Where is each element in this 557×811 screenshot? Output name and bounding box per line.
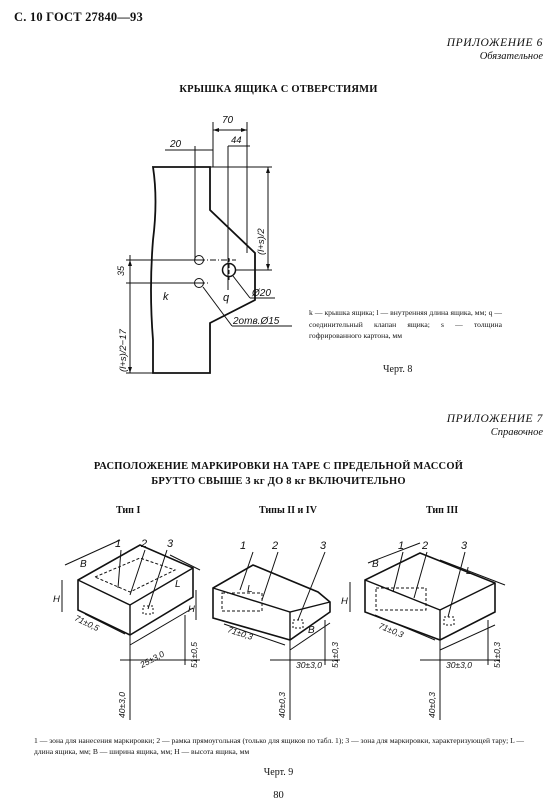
type1-num-1: 1 [115, 538, 121, 550]
appendix-7-block: ПРИЛОЖЕНИЕ 7 Справочное [447, 412, 543, 440]
type-2-4-heading: Типы II и IV [259, 505, 317, 516]
type3-dim-40: 40±0,3 [427, 692, 437, 718]
type3-label-B: B [372, 559, 379, 570]
type3-label-L: L [466, 566, 472, 577]
appendix-6-block: ПРИЛОЖЕНИЕ 6 Обязательное [447, 36, 543, 64]
dim-44: 44 [231, 135, 242, 146]
type2-dim-51: 51±0,3 [330, 642, 340, 668]
page-number: 80 [273, 790, 284, 801]
document-reference: С. 10 ГОСТ 27840—93 [14, 10, 143, 24]
type2-dim-30: 30±3,0 [296, 660, 322, 670]
label-q: q [223, 292, 230, 304]
drawing-8-caption: Черт. 8 [383, 364, 413, 375]
type1-num-2: 2 [140, 538, 147, 550]
appendix-7-status: Справочное [490, 427, 543, 438]
type2-dim-71: 71±0,3 [226, 624, 254, 642]
type2-num-3: 3 [320, 540, 327, 552]
dim-20: 20 [169, 139, 182, 150]
section-1-title: КРЫШКА ЯЩИКА С ОТВЕРСТИЯМИ [179, 84, 378, 95]
dim-70: 70 [222, 115, 234, 126]
dim-two-holes: 2отв.Ø15 [232, 316, 280, 327]
type2-label-B: B [308, 625, 315, 636]
type2-label-H: H [188, 604, 195, 615]
type1-dim-25: 25±3,0 [137, 649, 166, 671]
section-2-title: РАСПОЛОЖЕНИЕ МАРКИРОВКИ НА ТАРЕ С ПРЕДЕЛ… [0, 459, 557, 489]
appendix-6-label: ПРИЛОЖЕНИЕ 6 [446, 37, 543, 49]
type1-dim-40: 40±3,0 [117, 692, 127, 718]
type2-num-1: 1 [240, 540, 246, 552]
type2-label-L: L [247, 584, 253, 595]
section-2-title-line-2: БРУТТО СВЫШЕ 3 кг ДО 8 кг ВКЛЮЧИТЕЛЬНО [151, 476, 406, 487]
type2-dim-40: 40±0,3 [277, 692, 287, 718]
type3-label-H: H [341, 596, 348, 607]
dim-diameter-20: Ø20 [251, 288, 271, 299]
type-1-heading: Тип I [116, 505, 141, 516]
type-3-heading: Тип III [426, 505, 459, 516]
type3-dim-51: 51±0,3 [492, 642, 502, 668]
type3-num-2: 2 [421, 540, 428, 552]
type1-label-B: B [80, 559, 87, 570]
appendix-7-label: ПРИЛОЖЕНИЕ 7 [446, 413, 543, 425]
section-2-title-line-1: РАСПОЛОЖЕНИЕ МАРКИРОВКИ НА ТАРЕ С ПРЕДЕЛ… [93, 461, 464, 472]
type2-num-2: 2 [271, 540, 278, 552]
dim-35: 35 [116, 265, 126, 276]
type1-label-H: H [53, 594, 60, 605]
dim-half-length: (l+s)/2 [256, 228, 267, 255]
type3-num-1: 1 [398, 540, 404, 552]
type1-label-L: L [175, 579, 181, 590]
type3-dim-71: 71±0,3 [377, 621, 405, 640]
type3-num-3: 3 [461, 540, 468, 552]
type1-num-3: 3 [167, 538, 174, 550]
type1-dim-51: 51±0,5 [189, 642, 199, 668]
label-k: k [163, 291, 169, 303]
appendix-6-status: Обязательное [479, 51, 543, 62]
drawing-9-caption: Черт. 9 [263, 767, 294, 778]
dim-half-length-minus-17: (l+s)/2−17 [118, 329, 129, 372]
type3-dim-30: 30±3,0 [446, 660, 472, 670]
drawing-8-legend: k — крышка ящика; l — внутренняя длина я… [309, 308, 502, 340]
type1-dim-71: 71±0,5 [73, 613, 101, 633]
drawing-9-legend: 1 — зона для нанесения маркировки; 2 — р… [34, 736, 524, 756]
